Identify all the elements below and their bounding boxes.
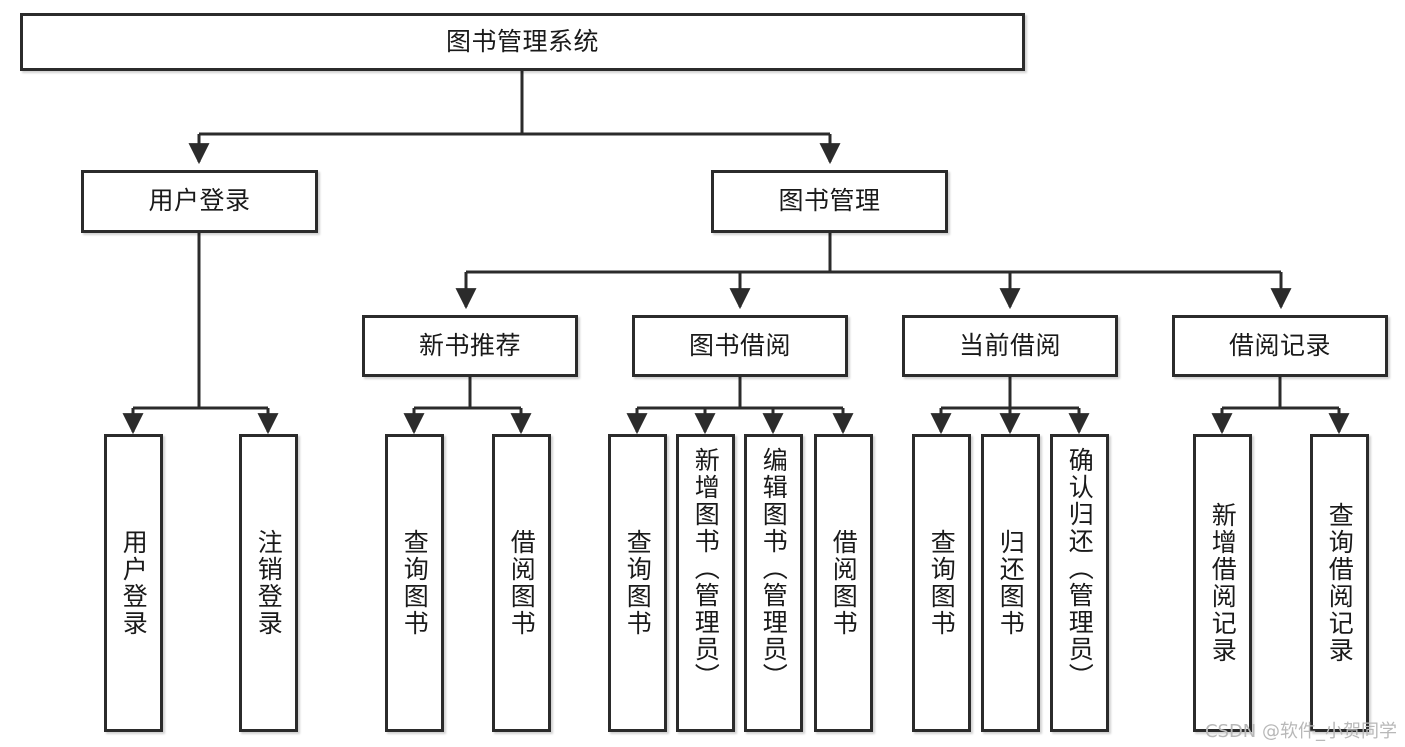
node-leaf-query-book-1-label: 查询图书 [400,529,430,637]
node-leaf-return-book[interactable]: 归还图书 [981,434,1040,732]
node-leaf-edit-book[interactable]: 编辑图书（管理员） [744,434,803,732]
node-book-manage-label: 图书管理 [778,186,881,216]
node-leaf-edit-book-label: 编辑图书（管理员） [759,447,789,690]
node-leaf-query-book-2-label: 查询图书 [623,529,653,637]
node-leaf-add-record-label: 新增借阅记录 [1208,502,1238,664]
node-borrow-record-label: 借阅记录 [1228,330,1331,360]
node-user-login[interactable]: 用户登录 [81,170,318,233]
node-book-borrow[interactable]: 图书借阅 [632,315,848,377]
node-leaf-query-record-label: 查询借阅记录 [1325,502,1355,664]
node-new-book-rec-label: 新书推荐 [418,330,521,360]
node-current-borrow-label: 当前借阅 [958,330,1061,360]
node-leaf-logout-label: 注销登录 [254,529,284,637]
node-leaf-confirm-return[interactable]: 确认归还（管理员） [1050,434,1109,732]
node-book-borrow-label: 图书借阅 [688,330,791,360]
node-leaf-query-book-3-label: 查询图书 [927,529,957,637]
node-user-login-label: 用户登录 [148,186,251,216]
node-leaf-borrow-book-2[interactable]: 借阅图书 [814,434,873,732]
node-leaf-borrow-book-2-label: 借阅图书 [829,529,859,637]
node-leaf-query-book-2[interactable]: 查询图书 [608,434,667,732]
node-borrow-record[interactable]: 借阅记录 [1172,315,1388,377]
node-root-label: 图书管理系统 [445,26,599,56]
node-leaf-user-login[interactable]: 用户登录 [104,434,163,732]
node-leaf-query-record[interactable]: 查询借阅记录 [1310,434,1369,732]
node-root[interactable]: 图书管理系统 [20,13,1025,71]
node-leaf-query-book-1[interactable]: 查询图书 [385,434,444,732]
node-leaf-confirm-return-label: 确认归还（管理员） [1065,447,1095,690]
node-leaf-add-book[interactable]: 新增图书（管理员） [676,434,735,732]
watermark-text: CSDN @软件_小贺同学 [1204,721,1397,742]
node-leaf-add-book-label: 新增图书（管理员） [691,447,721,690]
node-leaf-return-book-label: 归还图书 [996,529,1026,637]
node-book-manage[interactable]: 图书管理 [711,170,948,233]
node-leaf-logout[interactable]: 注销登录 [239,434,298,732]
node-leaf-borrow-book-1-label: 借阅图书 [507,529,537,637]
node-current-borrow[interactable]: 当前借阅 [902,315,1118,377]
node-leaf-add-record[interactable]: 新增借阅记录 [1193,434,1252,732]
node-leaf-query-book-3[interactable]: 查询图书 [912,434,971,732]
node-new-book-rec[interactable]: 新书推荐 [362,315,578,377]
node-leaf-user-login-label: 用户登录 [119,529,149,637]
node-leaf-borrow-book-1[interactable]: 借阅图书 [492,434,551,732]
